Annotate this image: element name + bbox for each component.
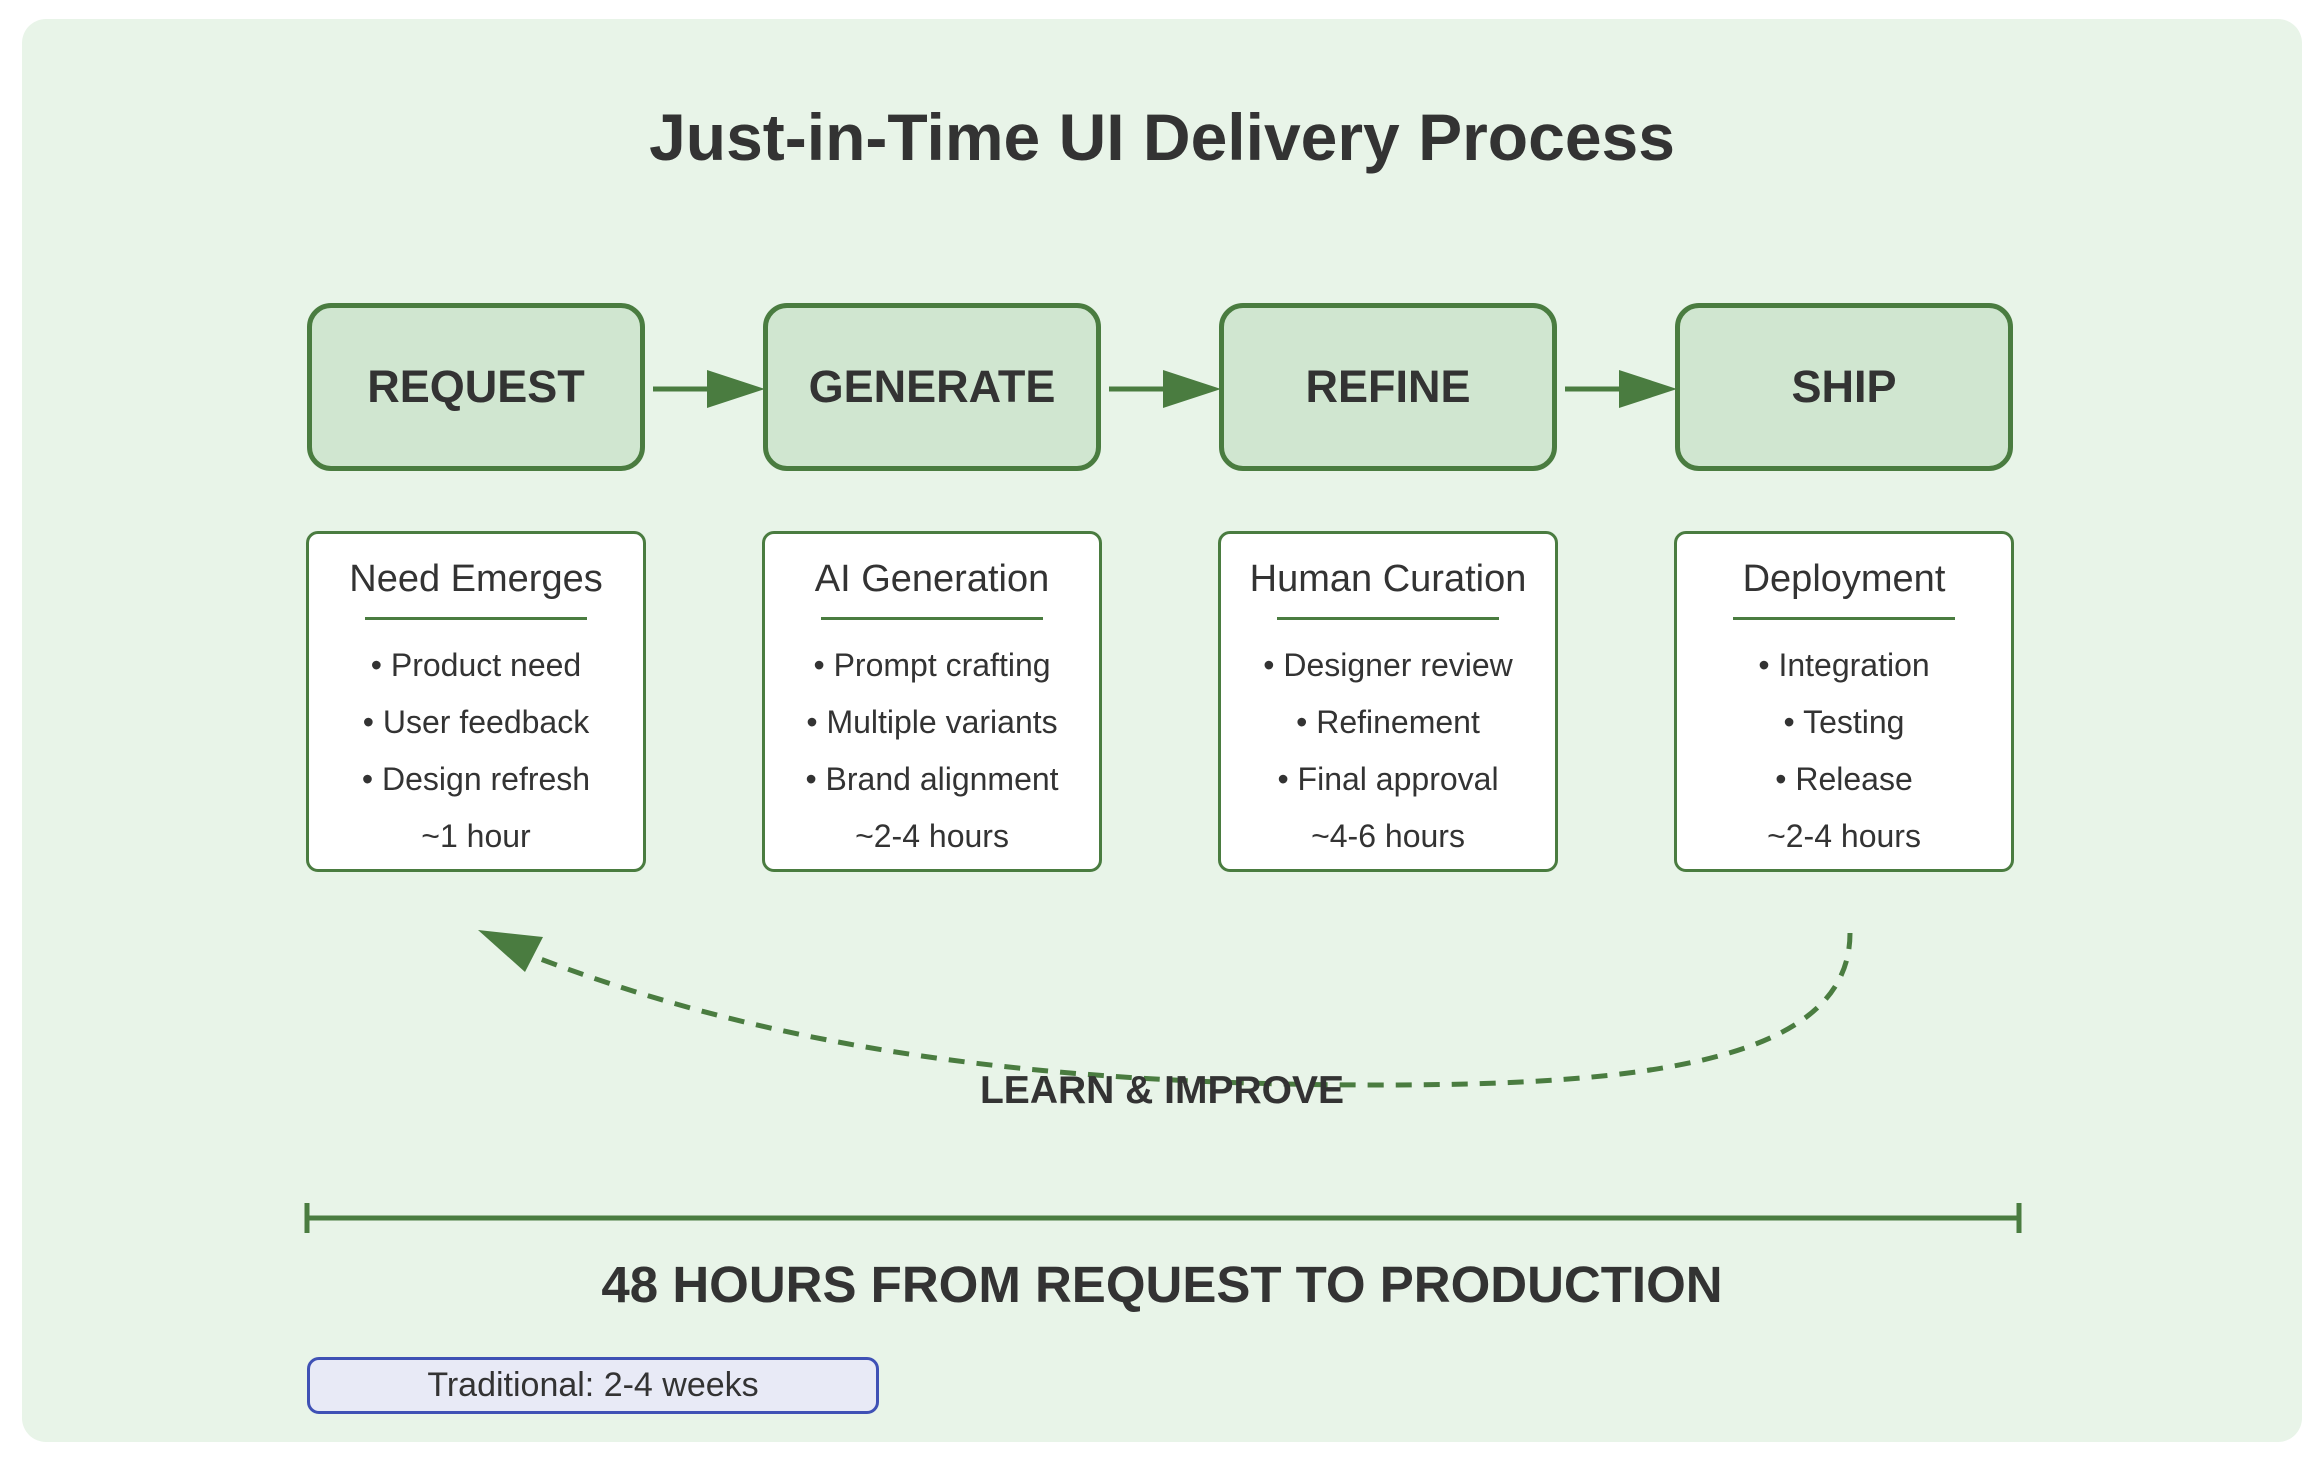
- detail-duration: ~2-4 hours: [1767, 818, 1921, 854]
- detail-item: • Refinement: [1296, 704, 1480, 740]
- detail-list: • Product need • User feedback • Design …: [309, 642, 643, 870]
- stage-generate: GENERATE: [763, 303, 1101, 471]
- stage-ship: SHIP: [1675, 303, 2013, 471]
- detail-item: • Brand alignment: [805, 761, 1059, 797]
- detail-list: • Prompt crafting • Multiple variants • …: [765, 642, 1099, 870]
- feedback-loop-arrow: [478, 930, 1853, 1088]
- detail-divider: [1733, 617, 1955, 620]
- flow-arrow-refine-ship: [1565, 370, 1677, 408]
- detail-title: Need Emerges: [349, 558, 603, 600]
- detail-item: • User feedback: [362, 704, 590, 740]
- stage-refine: REFINE: [1219, 303, 1557, 471]
- detail-duration: ~1 hour: [421, 818, 531, 854]
- detail-divider: [1277, 617, 1499, 620]
- detail-list: • Designer review • Refinement • Final a…: [1221, 642, 1555, 870]
- detail-card-ship: Deployment • Integration • Testing • Rel…: [1674, 531, 2014, 872]
- detail-item: • Testing: [1783, 704, 1905, 740]
- detail-card-request: Need Emerges • Product need • User feedb…: [306, 531, 646, 872]
- detail-title: Human Curation: [1249, 558, 1527, 600]
- detail-divider: [821, 617, 1043, 620]
- detail-card-refine: Human Curation • Designer review • Refin…: [1218, 531, 1558, 872]
- timeline-bar: [304, 1203, 2022, 1233]
- detail-item: • Integration: [1758, 647, 1930, 683]
- traditional-comparison-badge: Traditional: 2-4 weeks: [307, 1357, 879, 1414]
- detail-title: AI Generation: [814, 558, 1050, 600]
- detail-item: • Product need: [370, 647, 582, 683]
- feedback-loop-label: LEARN & IMPROVE: [979, 1069, 1345, 1112]
- detail-item: • Final approval: [1277, 761, 1499, 797]
- detail-duration: ~2-4 hours: [855, 818, 1009, 854]
- detail-item: • Design refresh: [361, 761, 591, 797]
- detail-duration: ~4-6 hours: [1311, 818, 1465, 854]
- detail-item: • Release: [1775, 761, 1913, 797]
- detail-title: Deployment: [1742, 558, 1946, 600]
- detail-item: • Designer review: [1263, 647, 1513, 683]
- detail-item: • Prompt crafting: [813, 647, 1051, 683]
- timeline-label: 48 HOURS FROM REQUEST TO PRODUCTION: [601, 1256, 1723, 1313]
- detail-card-generate: AI Generation • Prompt crafting • Multip…: [762, 531, 1102, 872]
- detail-item: • Multiple variants: [806, 704, 1058, 740]
- diagram-title: Just-in-Time UI Delivery Process: [649, 100, 1675, 174]
- stage-request: REQUEST: [307, 303, 645, 471]
- detail-list: • Integration • Testing • Release ~2-4 h…: [1677, 642, 2011, 870]
- flow-arrow-generate-refine: [1109, 370, 1221, 408]
- detail-divider: [365, 617, 587, 620]
- flow-arrow-request-generate: [653, 370, 765, 408]
